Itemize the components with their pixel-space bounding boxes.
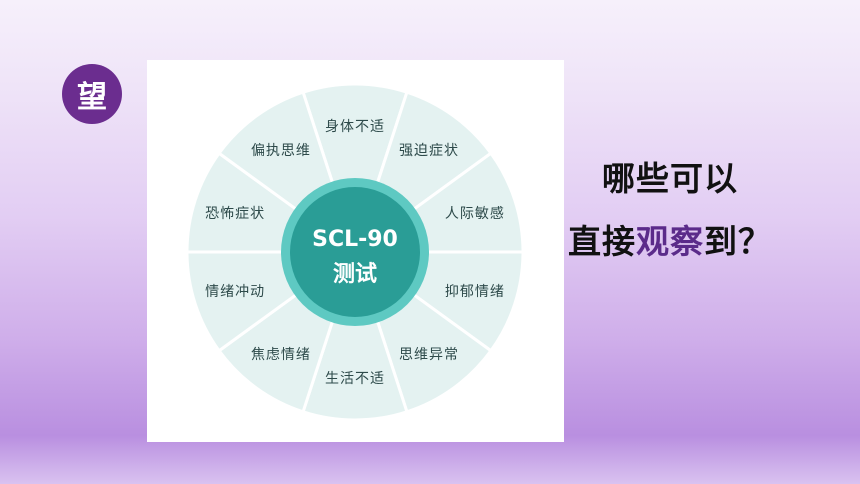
- segment-label: 强迫症状: [399, 143, 459, 159]
- question-line-1: 哪些可以: [602, 159, 738, 198]
- segment-label: 焦虑情绪: [251, 347, 311, 363]
- center-subtitle: 测试: [333, 262, 377, 287]
- segment-label: 偏执思维: [251, 143, 311, 159]
- question-highlight: 观察: [636, 222, 704, 261]
- question-suffix: 到？: [704, 222, 772, 261]
- segment-label: 身体不适: [325, 119, 385, 135]
- segment-label: 生活不适: [325, 371, 385, 387]
- badge-char: 望: [77, 80, 107, 115]
- segment-label: 人际敏感: [445, 205, 505, 222]
- question-line-2: 直接观察到？: [540, 215, 800, 263]
- scl90-diagram-card: 身体不适强迫症状人际敏感抑郁情绪思维异常生活不适焦虑情绪 情绪冲动 恐怖症状 偏执思维…: [147, 60, 564, 442]
- question-prefix: 直接: [568, 222, 636, 261]
- center-circle: [290, 187, 420, 317]
- center-title: SCL-90: [312, 227, 398, 252]
- segment-label: 恐怖症状: [205, 205, 265, 222]
- segment-label: 思维异常: [399, 347, 459, 363]
- wang-badge: 望: [62, 64, 122, 124]
- segment-label: 情绪冲动: [205, 284, 265, 300]
- segment-label: 抑郁情绪: [445, 284, 505, 300]
